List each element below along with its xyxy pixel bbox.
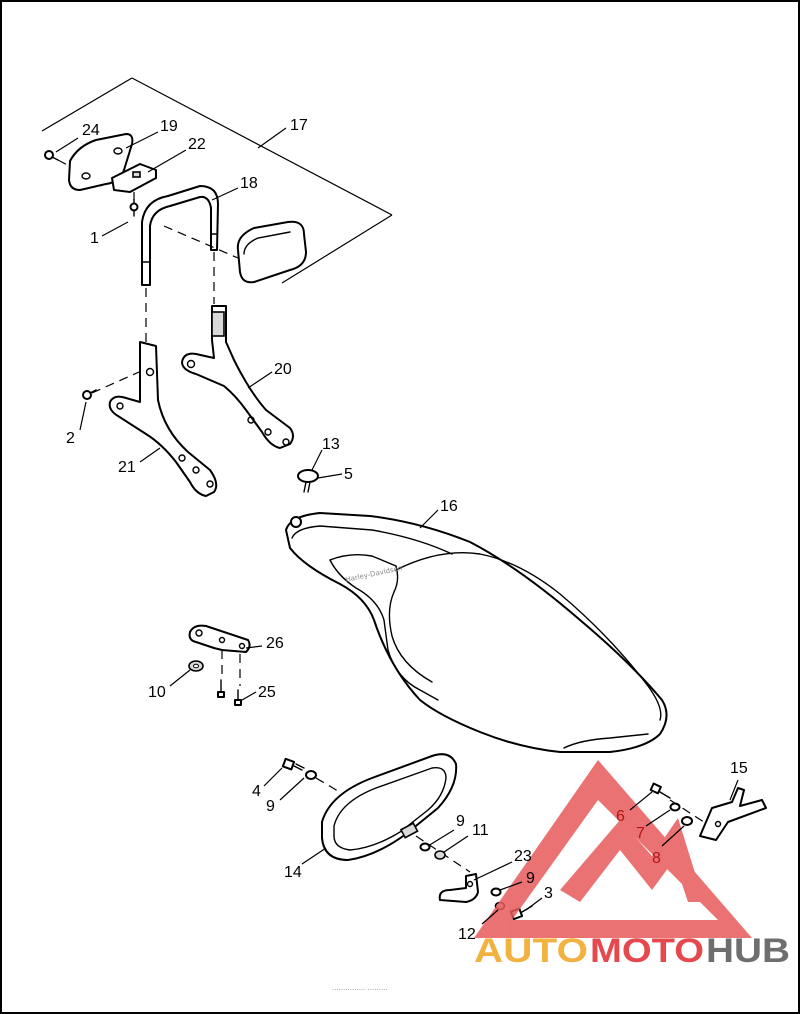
callout-3: 3 — [544, 885, 553, 902]
leader-lines — [55, 127, 739, 925]
callout-22: 22 — [188, 136, 206, 153]
bracket-23 — [438, 873, 479, 903]
callout-9-c: 9 — [526, 870, 535, 887]
callout-25: 25 — [258, 684, 276, 701]
watermark-text: AUTO MOTO HUB — [474, 932, 790, 970]
callout-2: 2 — [66, 430, 75, 447]
watermark-logo — [474, 760, 752, 938]
callout-11: 11 — [472, 822, 489, 839]
bracket-26 — [188, 624, 251, 686]
align-line-screw2 — [91, 367, 149, 394]
nut-10 — [188, 660, 204, 672]
callout-13: 13 — [322, 436, 340, 453]
footer-text: ............... ......... — [332, 984, 388, 992]
callout-10: 10 — [148, 684, 166, 701]
callout-17: 17 — [290, 117, 308, 134]
watermark-moto: MOTO — [590, 932, 704, 970]
washer-9b — [419, 842, 431, 852]
watermark-auto: AUTO — [474, 932, 588, 970]
bracket-15 — [699, 787, 767, 841]
screw-2 — [82, 389, 97, 400]
bolt-6 — [649, 782, 671, 799]
callout-9-a: 9 — [266, 798, 275, 815]
callout-12: 12 — [458, 926, 476, 943]
callout-14: 14 — [284, 864, 302, 881]
watermark-hub: HUB — [706, 932, 790, 970]
callout-19: 19 — [160, 118, 178, 135]
callout-6: 6 — [616, 808, 625, 825]
washer-9c — [490, 887, 502, 897]
washer-8 — [681, 816, 693, 826]
callout-4: 4 — [252, 783, 261, 800]
watermark-mark-inner — [560, 818, 704, 902]
callout-16: 16 — [440, 498, 458, 515]
callout-5: 5 — [344, 466, 353, 483]
callout-24: 24 — [82, 122, 100, 139]
bracket-22 — [111, 163, 157, 193]
callout-9-b: 9 — [456, 813, 465, 830]
callout-7: 7 — [636, 825, 645, 842]
callout-8: 8 — [652, 850, 661, 867]
backrest-pad — [236, 220, 307, 284]
callout-26: 26 — [266, 635, 284, 652]
callout-1: 1 — [90, 230, 99, 247]
kit-bracket-17 — [41, 77, 393, 284]
washer-9a — [305, 770, 317, 780]
seat-16: Harley-Davidson — [285, 512, 668, 753]
callout-18: 18 — [240, 175, 258, 192]
knob-13 — [297, 469, 319, 493]
align-line-bolt4 — [315, 777, 361, 805]
upright-18 — [141, 185, 219, 286]
nut-11 — [434, 850, 446, 860]
side-plate-20 — [181, 305, 294, 449]
screws-25 — [217, 679, 242, 706]
washer-7 — [669, 802, 681, 812]
callout-20: 20 — [274, 361, 292, 378]
callout-23: 23 — [514, 848, 532, 865]
strap-14 — [321, 753, 458, 861]
screw-1 — [129, 192, 139, 217]
align-line-pad — [163, 225, 239, 259]
align-line-bolt6 — [669, 799, 711, 827]
callout-15: 15 — [730, 760, 748, 777]
bolt-4 — [281, 757, 305, 771]
side-plate-21 — [108, 341, 218, 497]
callout-21: 21 — [118, 459, 136, 476]
watermark-triangle — [474, 760, 752, 938]
